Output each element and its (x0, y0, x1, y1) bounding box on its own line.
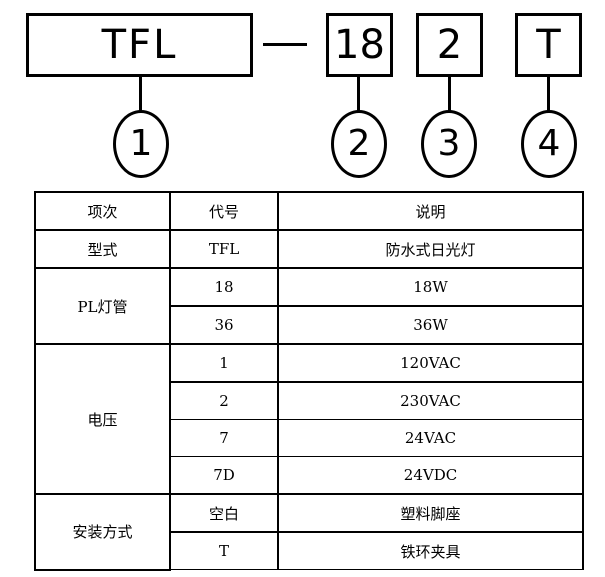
table-row: 36 36W (35, 305, 584, 345)
item-cell: 型式 (34, 229, 171, 269)
code-cell: 7D (169, 456, 279, 495)
code-cell: 7 (169, 419, 279, 457)
description-cell: 24VDC (277, 456, 584, 495)
description-cell: 120VAC (277, 343, 584, 383)
header-code: 代号 (169, 191, 279, 231)
table-row: 7D 24VDC (35, 456, 584, 495)
table-row: 型式 TFL 防水式日光灯 (34, 229, 584, 269)
code-cell: T (169, 531, 279, 570)
code-cell: 2 (169, 381, 279, 420)
table-row: T 铁环夹具 (35, 531, 584, 570)
header-item: 项次 (34, 191, 171, 231)
separator-dash (263, 43, 307, 46)
code-cell: 1 (169, 343, 279, 383)
code-cell: 18 (169, 267, 279, 307)
spec-table: 项次 代号 说明 型式 TFL 防水式日光灯 PL灯管 18 18W 36 36… (34, 191, 584, 571)
table-row: 安装方式 空白 塑料脚座 (34, 493, 584, 571)
item-cell: 安装方式 (34, 493, 171, 571)
connector-line-1 (139, 77, 142, 111)
table-header-row: 项次 代号 说明 (34, 191, 584, 231)
table-row: 电压 1 120VAC (34, 343, 584, 495)
description-cell: 铁环夹具 (277, 531, 584, 570)
mounting-code-box: T (515, 13, 582, 77)
connector-line-2 (357, 77, 360, 111)
description-cell: 24VAC (277, 419, 584, 457)
power-code-box: 18 (326, 13, 393, 77)
voltage-code-box: 2 (416, 13, 483, 77)
item-number-circle-3: 3 (421, 110, 477, 178)
code-cell: 空白 (169, 493, 279, 533)
table-row: PL灯管 18 18W (34, 267, 584, 345)
item-number-circle-2: 2 (331, 110, 387, 178)
description-cell: 防水式日光灯 (277, 229, 584, 269)
code-cell: 36 (169, 305, 279, 345)
item-number-circle-1: 1 (113, 110, 169, 178)
connector-line-4 (547, 77, 550, 111)
description-cell: 塑料脚座 (277, 493, 584, 533)
table-row: 7 24VAC (35, 419, 584, 457)
connector-line-3 (448, 77, 451, 111)
item-cell: 电压 (34, 343, 171, 495)
description-cell: 36W (277, 305, 584, 345)
item-cell: PL灯管 (34, 267, 171, 345)
header-description: 说明 (277, 191, 584, 231)
description-cell: 230VAC (277, 381, 584, 420)
description-cell: 18W (277, 267, 584, 307)
code-cell: TFL (169, 229, 279, 269)
model-series-box: TFL (26, 13, 253, 77)
item-number-circle-4: 4 (521, 110, 577, 178)
